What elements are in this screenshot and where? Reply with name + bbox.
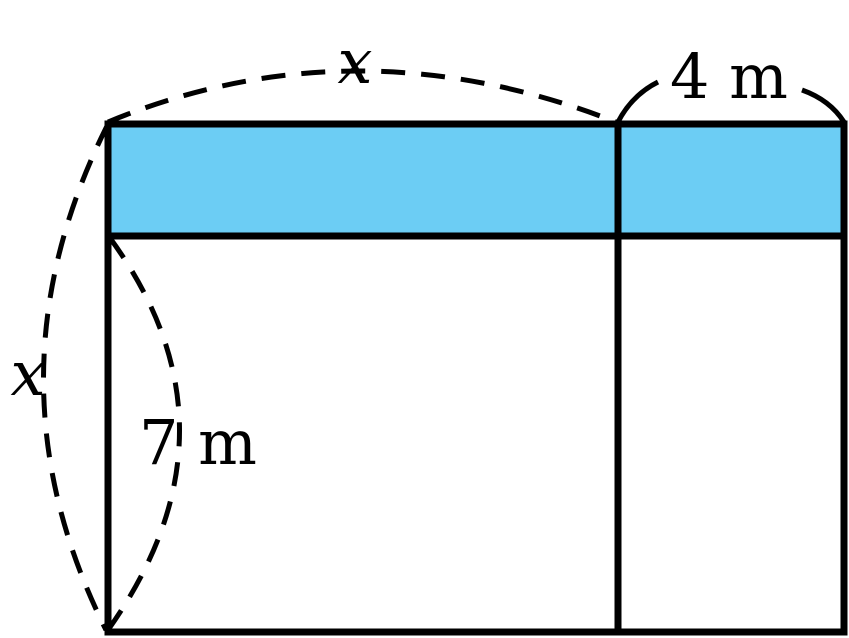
left-x-brace	[41, 122, 111, 632]
top-4m-brace-right	[801, 87, 847, 124]
left-x-label: x	[11, 337, 46, 410]
inner-7m-label: 7 m	[139, 406, 257, 479]
top-4m-label: 4 m	[670, 40, 788, 113]
inner-7m-brace	[105, 236, 182, 632]
top-x-label: x	[338, 25, 373, 98]
shaded-strip	[108, 124, 844, 236]
top-4m-brace-left	[615, 79, 660, 124]
outer-rectangle	[104, 120, 848, 636]
top-x-brace	[107, 68, 617, 125]
